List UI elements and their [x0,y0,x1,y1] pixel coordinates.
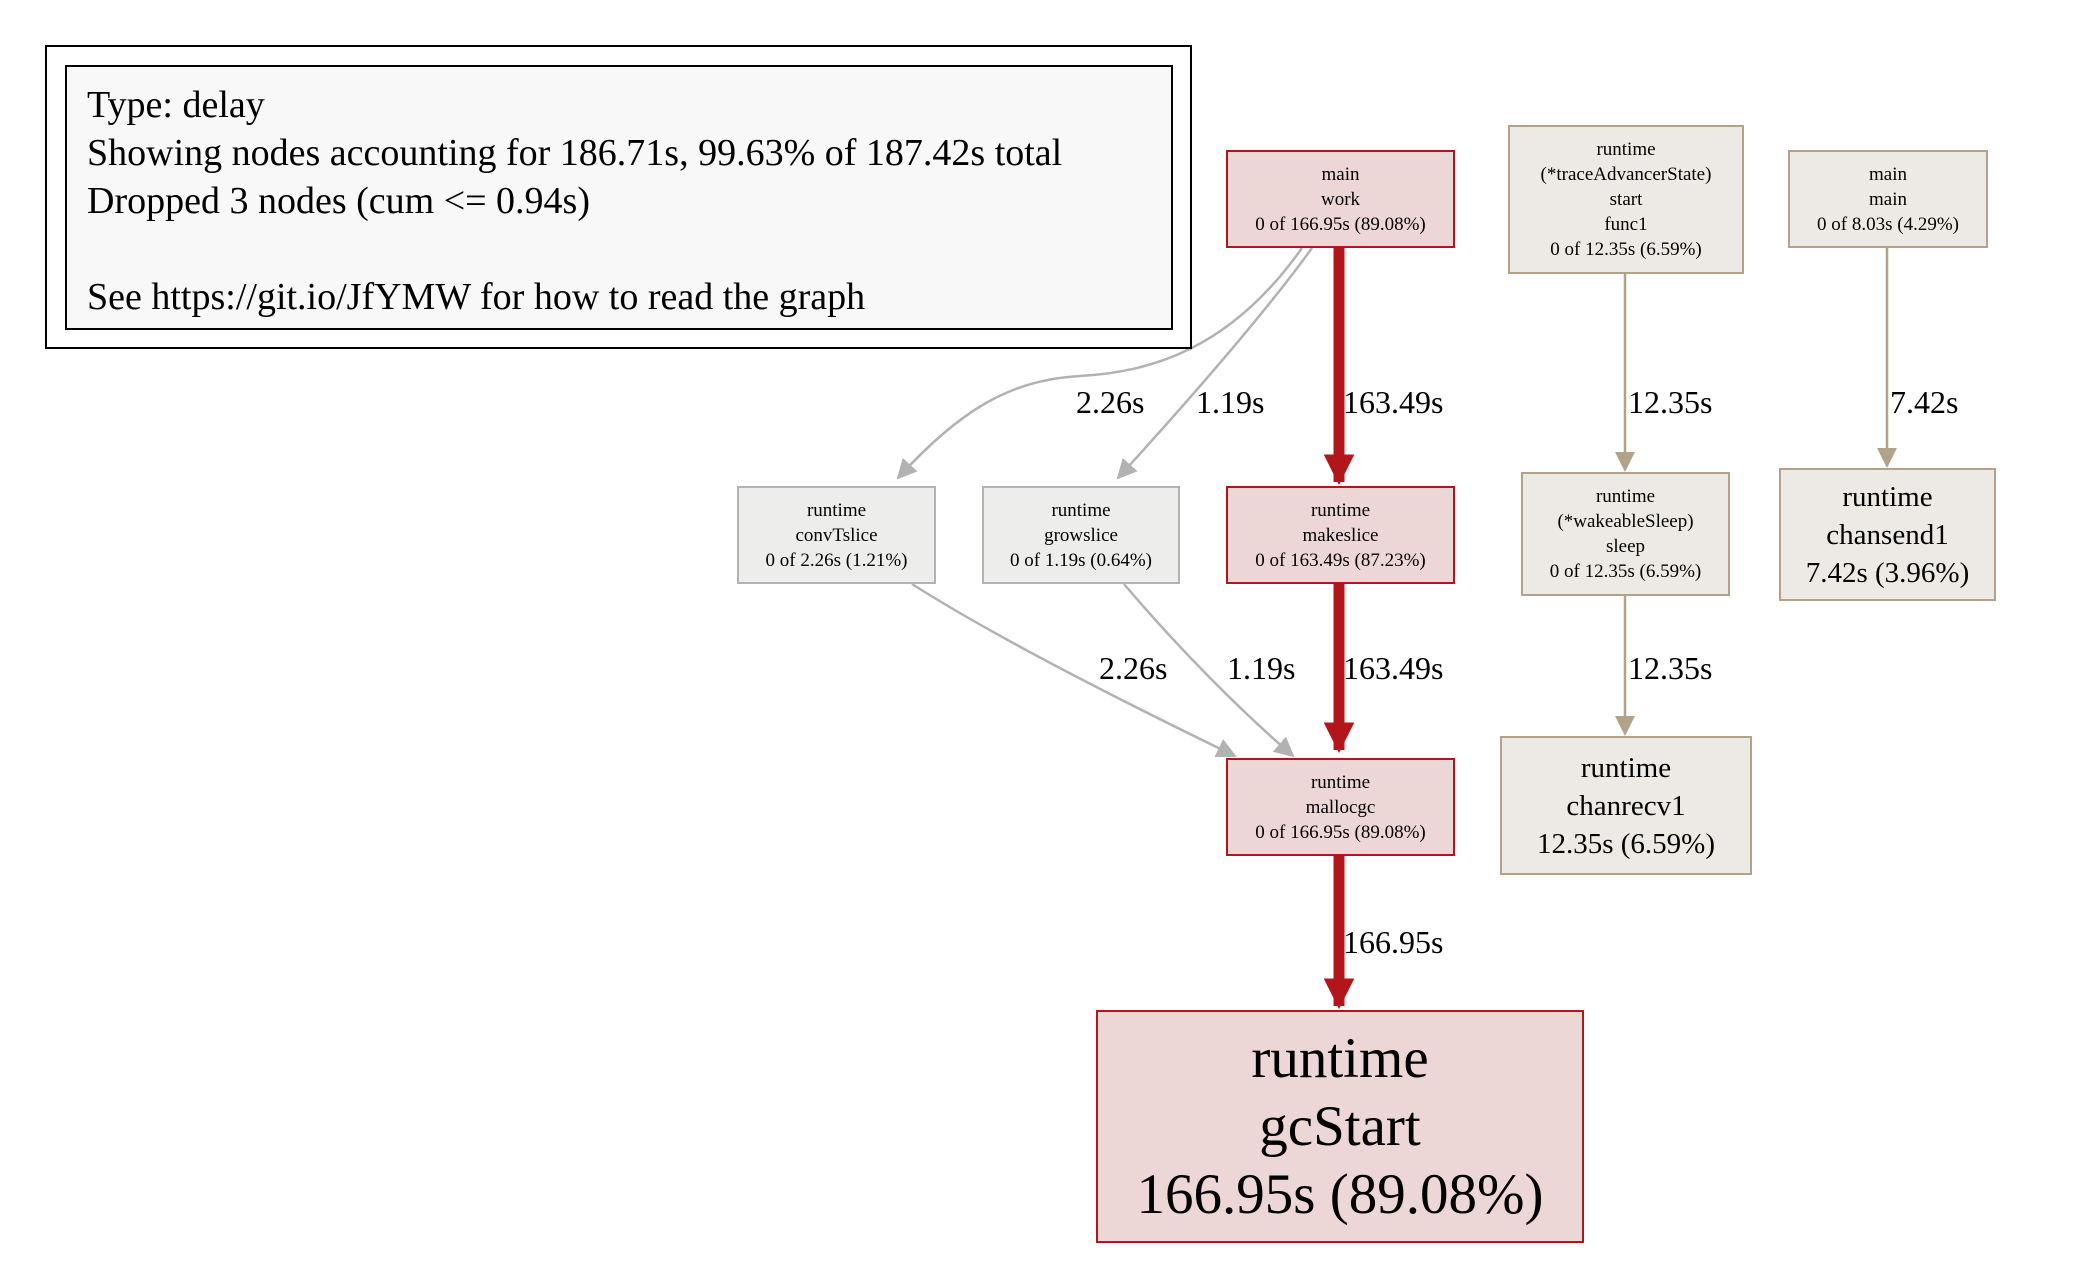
edge-growslice-mallocgc[interactable] [1123,583,1295,758]
edge-label-sleep-chanrecv1: 12.35s [1628,650,1713,686]
node-chansend1[interactable]: runtime chansend1 7.42s (3.96%) [1779,468,1996,601]
node-convtslice[interactable]: runtime convTslice 0 of 2.26s (1.21%) [737,486,936,584]
node-growslice[interactable]: runtime growslice 0 of 1.19s (0.64%) [982,486,1180,584]
legend-dropped: Dropped 3 nodes (cum <= 0.94s) [87,180,590,222]
edge-work-convtslice[interactable] [896,247,1304,480]
edge-label-work-convtslice: 2.26s [1076,384,1145,420]
node-mallocgc[interactable]: runtime mallocgc 0 of 166.95s (89.08%) [1226,758,1455,856]
node-gcstart[interactable]: runtime gcStart 166.95s (89.08%) [1096,1010,1584,1243]
edge-convtslice-mallocgc[interactable] [911,582,1237,758]
node-main-main[interactable]: main main 0 of 8.03s (4.29%) [1788,150,1988,248]
legend-box: Type: delay Showing nodes accounting for… [65,65,1173,330]
edge-label-work-growslice: 1.19s [1196,384,1265,420]
edge-label-mallocgc-gcstart: 166.95s [1343,924,1444,960]
edge-label-mainmain-chansend1: 7.42s [1890,384,1959,420]
edge-label-traceadvancer-sleep: 12.35s [1628,384,1713,420]
legend-help-link[interactable]: See https://git.io/JfYMW for how to read… [87,276,866,318]
node-makeslice[interactable]: runtime makeslice 0 of 163.49s (87.23%) [1226,486,1455,584]
node-chanrecv1[interactable]: runtime chanrecv1 12.35s (6.59%) [1500,736,1752,875]
legend-type: Type: delay [87,84,265,126]
edge-label-makeslice-mallocgc: 163.49s [1343,650,1444,686]
edge-work-growslice[interactable] [1116,247,1314,480]
node-wakeable-sleep[interactable]: runtime (*wakeableSleep) sleep 0 of 12.3… [1521,472,1730,596]
node-main-work[interactable]: main work 0 of 166.95s (89.08%) [1226,150,1455,248]
edge-label-convtslice-mallocgc: 2.26s [1099,650,1168,686]
node-trace-advancer[interactable]: runtime (*traceAdvancerState) start func… [1508,125,1744,274]
edge-label-work-makeslice: 163.49s [1343,384,1444,420]
edge-label-growslice-mallocgc: 1.19s [1227,650,1296,686]
legend-showing: Showing nodes accounting for 186.71s, 99… [87,132,1063,174]
